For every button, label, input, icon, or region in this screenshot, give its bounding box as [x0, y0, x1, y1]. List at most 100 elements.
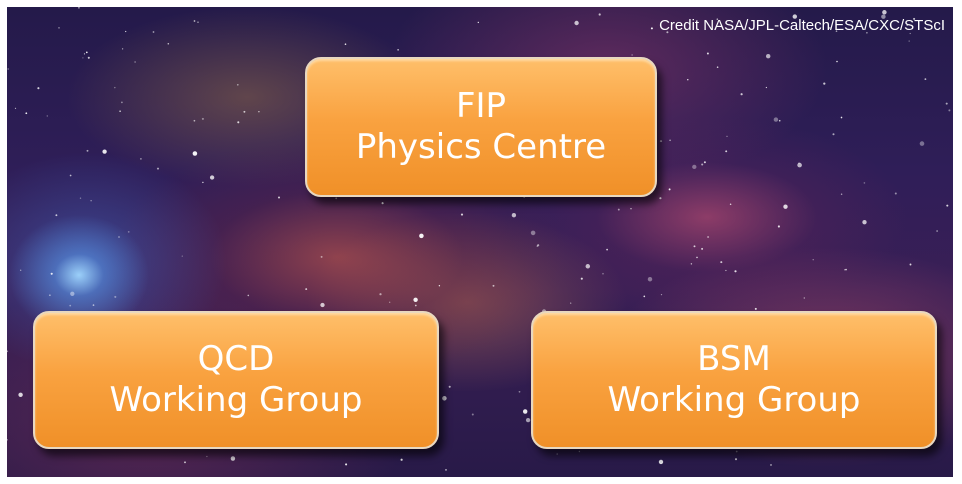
- star: [152, 31, 155, 33]
- star: [906, 24, 908, 26]
- star: [574, 20, 579, 26]
- star: [102, 149, 107, 154]
- star: [55, 214, 58, 217]
- star: [740, 93, 743, 96]
- star: [381, 202, 384, 205]
- star: [882, 10, 887, 15]
- qcd-working-group-box: QCD Working Group: [33, 311, 439, 449]
- star: [419, 233, 424, 239]
- star: [659, 140, 663, 143]
- star: [924, 78, 927, 81]
- star: [114, 295, 117, 298]
- star: [840, 193, 843, 195]
- star: [156, 167, 160, 170]
- qcd-box-title: QCD: [197, 338, 275, 379]
- star: [725, 269, 727, 272]
- star: [85, 51, 88, 54]
- star: [726, 135, 728, 138]
- star: [556, 453, 558, 455]
- star: [630, 208, 632, 210]
- star: [783, 204, 788, 209]
- star: [936, 230, 938, 232]
- star: [477, 21, 479, 24]
- fip-physics-centre-box: FIP Physics Centre: [305, 57, 657, 197]
- star: [765, 53, 771, 59]
- star: [86, 149, 89, 152]
- star: [118, 236, 120, 238]
- star: [25, 112, 28, 115]
- star: [192, 151, 198, 156]
- star: [828, 26, 831, 29]
- star: [530, 230, 536, 236]
- star: [125, 30, 127, 33]
- star: [344, 43, 347, 46]
- star: [69, 304, 72, 307]
- star: [687, 79, 689, 81]
- star: [438, 285, 441, 287]
- star: [844, 269, 846, 271]
- star: [669, 139, 671, 142]
- star: [647, 276, 653, 282]
- star: [754, 307, 757, 310]
- star: [77, 7, 80, 9]
- star: [448, 385, 451, 388]
- star: [46, 115, 49, 117]
- star: [881, 14, 886, 19]
- star: [696, 256, 698, 259]
- star: [49, 294, 51, 296]
- star: [701, 247, 704, 250]
- star: [803, 297, 805, 299]
- star: [701, 163, 704, 166]
- star: [243, 110, 246, 113]
- star: [631, 54, 633, 56]
- star: [389, 301, 391, 303]
- star: [277, 196, 281, 199]
- star: [236, 83, 239, 86]
- star: [908, 40, 910, 42]
- star: [206, 455, 208, 458]
- star: [537, 244, 540, 247]
- star: [525, 417, 531, 423]
- star: [919, 141, 925, 146]
- star: [729, 203, 732, 205]
- star: [414, 304, 417, 307]
- star: [345, 463, 348, 466]
- star: [823, 82, 826, 85]
- star: [18, 392, 23, 398]
- star: [335, 197, 338, 200]
- star: [247, 294, 250, 297]
- star: [140, 158, 142, 160]
- star: [209, 175, 215, 180]
- star: [121, 48, 124, 50]
- star: [643, 295, 646, 298]
- star: [716, 66, 719, 68]
- star: [706, 52, 709, 55]
- star: [397, 49, 399, 51]
- star: [845, 268, 847, 271]
- star: [70, 291, 75, 296]
- star: [90, 200, 92, 202]
- star: [442, 396, 447, 401]
- star: [578, 450, 581, 453]
- star: [770, 464, 772, 466]
- star: [230, 456, 236, 461]
- star: [471, 413, 474, 416]
- star: [83, 53, 86, 55]
- star: [167, 42, 170, 45]
- star: [659, 197, 662, 200]
- star: [734, 270, 737, 273]
- star: [50, 272, 53, 275]
- star: [913, 17, 916, 20]
- star: [777, 225, 780, 228]
- star: [650, 27, 653, 30]
- star: [202, 181, 204, 184]
- star: [20, 269, 22, 271]
- star: [666, 31, 669, 34]
- star: [445, 469, 447, 471]
- star: [862, 220, 867, 225]
- star: [82, 57, 84, 59]
- star: [693, 245, 696, 248]
- bsm-box-title: BSM: [697, 338, 771, 379]
- star: [570, 302, 572, 304]
- star: [660, 294, 663, 296]
